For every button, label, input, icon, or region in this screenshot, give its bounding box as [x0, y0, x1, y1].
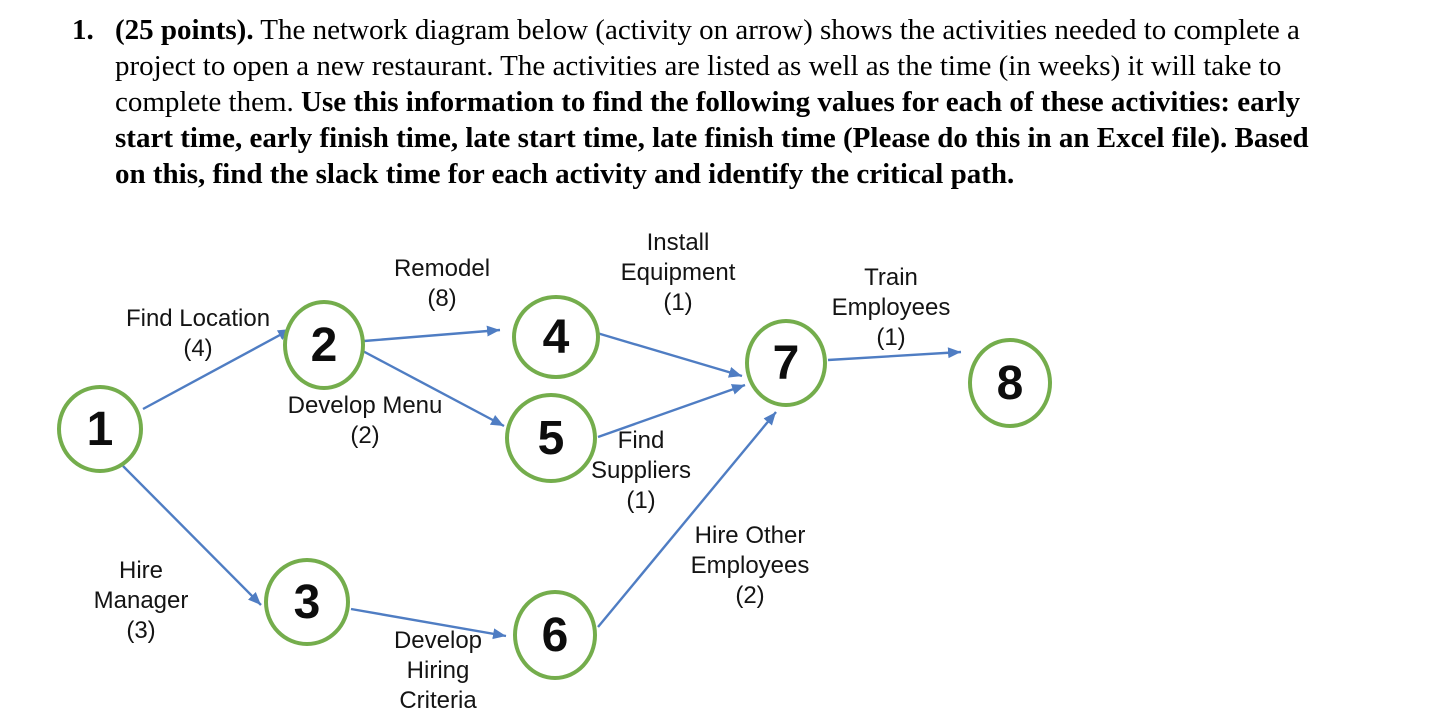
- node-5: 5: [505, 393, 597, 483]
- node-3: 3: [264, 558, 350, 646]
- arrow-2-4: [363, 325, 501, 343]
- arrow-1-2: [142, 327, 292, 411]
- activity-label-develop-hiring-criteria: Develop Hiring Criteria: [393, 627, 483, 714]
- activity-label-install-equipment: Install Equipment (1): [620, 229, 736, 316]
- node-8: 8: [968, 338, 1052, 428]
- arrow-1-3: [122, 465, 262, 606]
- activity-label-develop-menu: Develop Menu (2): [287, 392, 443, 449]
- activity-label-find-suppliers: Find Suppliers (1): [590, 427, 692, 514]
- arrow-4-7: [596, 331, 743, 378]
- problem-line: 1.(25 points). The network diagram below…: [72, 14, 1300, 46]
- problem-line: start time, early finish time, late star…: [115, 122, 1309, 154]
- problem-line: on this, find the slack time for each ac…: [115, 158, 1015, 190]
- problem-number: 1.: [72, 14, 94, 46]
- arrow-6-7: [597, 411, 777, 628]
- node-1: 1: [57, 385, 143, 473]
- node-6: 6: [513, 590, 597, 680]
- activity-label-hire-manager: Hire Manager (3): [93, 557, 189, 644]
- problem-line: project to open a new restaurant. The ac…: [115, 50, 1282, 82]
- activity-label-find-location: Find Location (4): [125, 305, 271, 362]
- points-label: (25 points).: [115, 14, 254, 46]
- arrow-7-8: [827, 347, 962, 362]
- problem-statement: 1.(25 points). The network diagram below…: [72, 12, 1412, 192]
- activity-label-train-employees: Train Employees (1): [831, 264, 951, 351]
- node-4: 4: [512, 295, 600, 379]
- activity-label-hire-other-employees: Hire Other Employees (2): [690, 522, 810, 609]
- arrow-3-6: [350, 607, 507, 640]
- problem-line: complete them. Use this information to f…: [115, 86, 1301, 118]
- node-2: 2: [283, 300, 365, 390]
- arrow-2-5: [358, 347, 505, 428]
- node-7: 7: [745, 319, 827, 407]
- arrow-5-7: [597, 383, 746, 439]
- activity-label-remodel: Remodel (8): [393, 255, 491, 312]
